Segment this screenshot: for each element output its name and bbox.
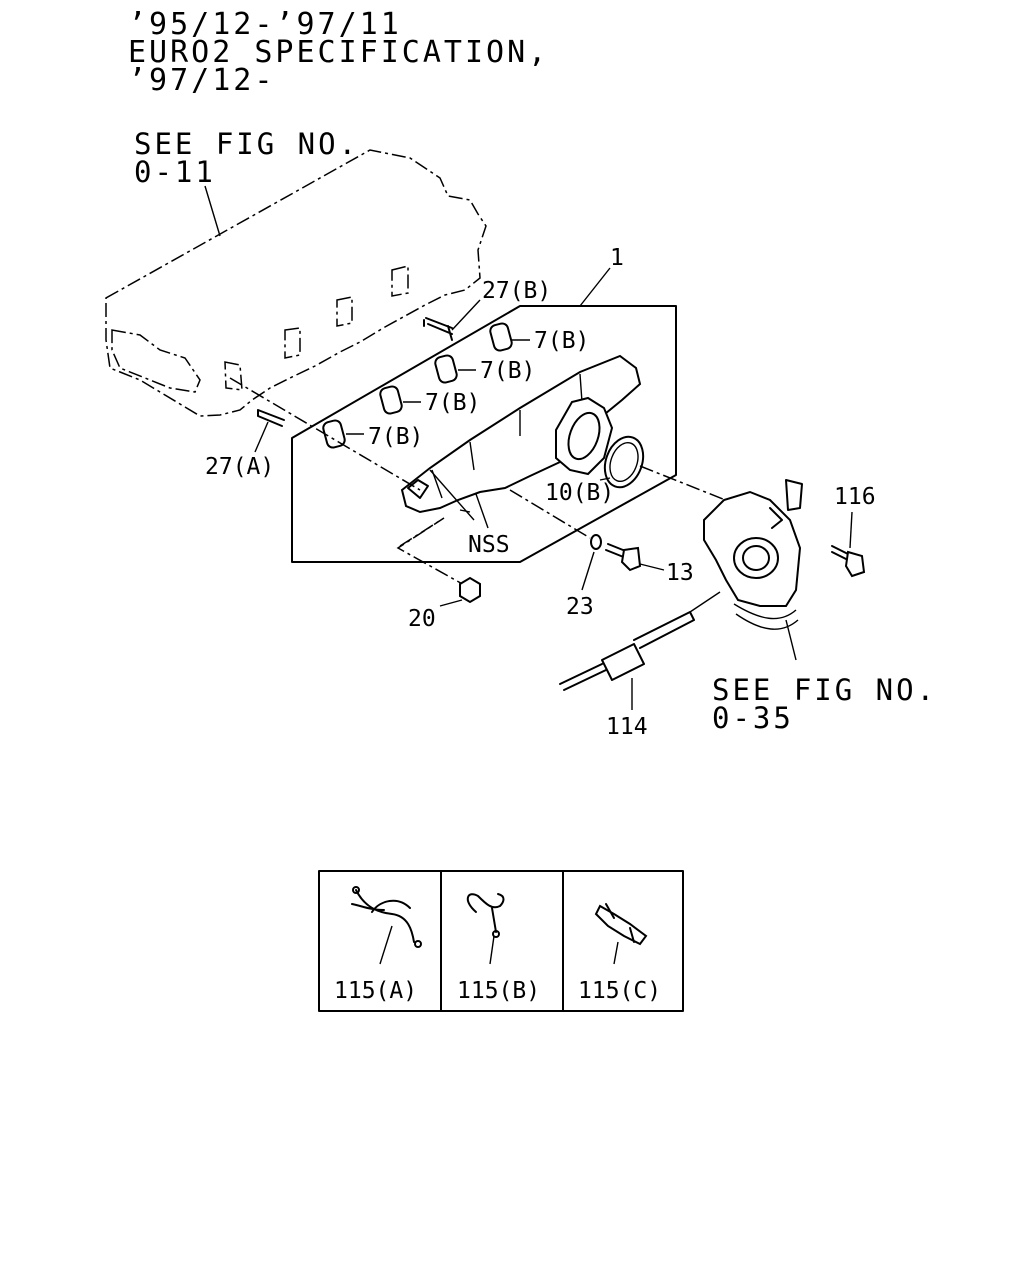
callout-7b-2: 7(B) xyxy=(480,358,535,384)
gasket-7b-3: 7(B) xyxy=(379,385,480,416)
gasket-7b-4: 7(B) xyxy=(322,419,423,450)
clips-inset-table: 115(A) 115(B) 115(C) xyxy=(318,870,684,1012)
callout-nss: NSS xyxy=(468,532,510,558)
centerline-bolt-13 xyxy=(509,489,591,539)
exhaust-manifold xyxy=(400,354,642,521)
callout-23: 23 xyxy=(566,594,594,620)
callout-1: 1 xyxy=(610,245,624,271)
gasket-7b-1: 7(B) xyxy=(489,322,589,354)
stud-27b: 27(B) xyxy=(423,278,551,341)
rod-114: 114 xyxy=(559,591,721,740)
leader-1 xyxy=(579,267,611,307)
label-115c: 115(C) xyxy=(578,978,661,1004)
inset-frame xyxy=(318,870,684,1012)
inset-cell-115c: 115(C) xyxy=(578,903,661,1004)
gasket-7b-2: 7(B) xyxy=(434,354,535,384)
header-date-range: ’95/12-’97/11 xyxy=(128,7,402,42)
bolt-13: 13 xyxy=(605,543,694,586)
see-fig-0-11-label: SEE FIG NO. xyxy=(134,127,359,161)
header-date-from: ’97/12- xyxy=(128,63,275,98)
callout-10b: 10(B) xyxy=(545,480,614,506)
centerline-stud-a xyxy=(229,377,421,491)
cylinder-head-outline: SEE FIG NO. 0-11 xyxy=(105,127,487,417)
outlet-pipe: SEE FIG NO. 0-35 xyxy=(703,479,937,735)
callout-114: 114 xyxy=(606,714,648,740)
callout-13: 13 xyxy=(666,560,694,586)
callout-20: 20 xyxy=(408,606,436,632)
inset-cell-115b: 115(B) xyxy=(457,893,540,1004)
header-specification: EURO2 SPECIFICATION, xyxy=(128,35,549,70)
see-fig-0-35-number: 0-35 xyxy=(712,701,794,735)
label-115a: 115(A) xyxy=(334,978,417,1004)
callout-27b: 27(B) xyxy=(482,278,551,304)
stud-27a: 27(A) xyxy=(205,409,285,480)
centerline-nut-20 xyxy=(396,517,467,587)
gasket-10b: 10(B) xyxy=(545,435,645,506)
see-fig-0-35-label: SEE FIG NO. xyxy=(712,673,937,707)
callout-7b-4: 7(B) xyxy=(368,424,423,450)
header: ’95/12-’97/11 EURO2 SPECIFICATION, ’97/1… xyxy=(128,7,549,98)
assembly-bracket: 1 xyxy=(291,245,677,563)
nut-20: 20 xyxy=(408,576,481,632)
see-fig-0-11-number: 0-11 xyxy=(134,155,216,189)
callout-7b-3: 7(B) xyxy=(425,390,480,416)
nss-note: NSS xyxy=(468,493,510,558)
inset-cell-115a: 115(A) xyxy=(334,886,422,1004)
label-115b: 115(B) xyxy=(457,978,540,1004)
callout-116: 116 xyxy=(834,484,876,510)
leader-0-11 xyxy=(204,185,221,237)
callout-27a: 27(A) xyxy=(205,454,274,480)
callout-7b-1: 7(B) xyxy=(534,328,589,354)
centerline-outlet xyxy=(639,465,739,506)
washer-23: 23 xyxy=(566,534,602,620)
bolt-116: 116 xyxy=(831,484,876,578)
